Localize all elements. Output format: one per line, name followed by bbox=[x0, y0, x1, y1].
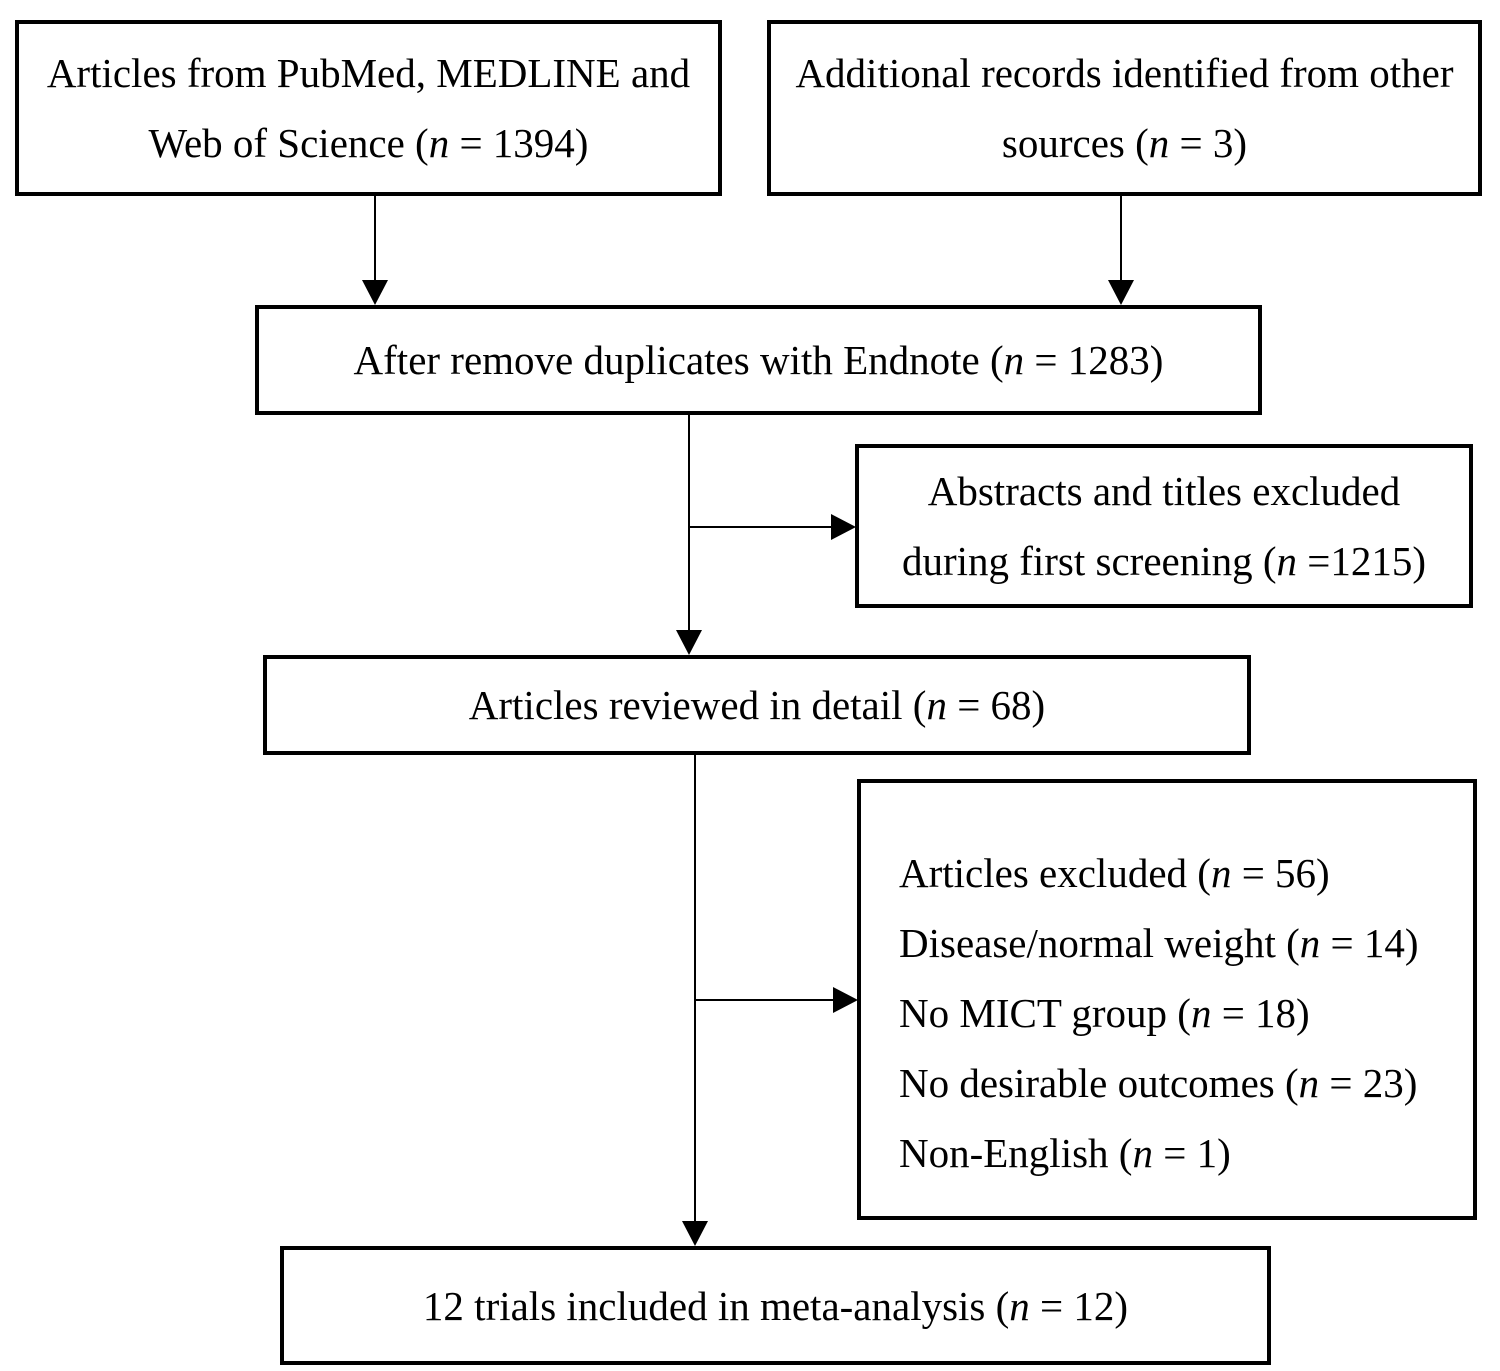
arrow-branch-detail-excluded-line bbox=[694, 999, 835, 1001]
box-additional-records-line-2: sources (n = 3) bbox=[1001, 120, 1248, 166]
box-database-records-line-2: Web of Science (n = 1394) bbox=[148, 120, 589, 166]
box-first-screening-excluded-line-1: Abstracts and titles excluded bbox=[927, 468, 1401, 514]
box-included: 12 trials included in meta-analysis (n =… bbox=[280, 1246, 1271, 1365]
box-detail-excluded-line-4: No desirable outcomes (n = 23) bbox=[899, 1060, 1418, 1106]
box-deduplicated-line-1: After remove duplicates with Endnote (n … bbox=[353, 337, 1164, 383]
box-first-screening-excluded-line-2: during first screening (n =1215) bbox=[901, 538, 1427, 584]
box-detail-excluded: Articles excluded (n = 56) Disease/norma… bbox=[857, 779, 1477, 1220]
box-detail-excluded-line-1: Articles excluded (n = 56) bbox=[899, 850, 1330, 896]
box-detail-excluded-line-2: Disease/normal weight (n = 14) bbox=[899, 920, 1419, 966]
box-additional-records-line-1: Additional records identified from other bbox=[795, 50, 1454, 96]
arrow-dedup-to-reviewed-line bbox=[688, 415, 690, 632]
arrow-branch-first-screening-line bbox=[689, 526, 833, 528]
box-additional-records: Additional records identified from other… bbox=[767, 20, 1482, 196]
box-first-screening-excluded: Abstracts and titles excluded during fir… bbox=[855, 444, 1473, 608]
arrow-additional-to-dedup-head bbox=[1108, 280, 1134, 305]
box-detail-excluded-line-3: No MICT group (n = 18) bbox=[899, 990, 1310, 1036]
box-included-line-1: 12 trials included in meta-analysis (n =… bbox=[422, 1282, 1129, 1329]
arrow-database-to-dedup-head bbox=[362, 280, 388, 305]
arrow-branch-first-screening-head bbox=[831, 514, 856, 540]
box-reviewed: Articles reviewed in detail (n = 68) bbox=[263, 655, 1251, 755]
arrow-reviewed-to-included-head bbox=[682, 1221, 708, 1246]
arrow-branch-detail-excluded-head bbox=[833, 987, 858, 1013]
box-database-records-line-1: Articles from PubMed, MEDLINE and bbox=[46, 50, 691, 96]
arrow-reviewed-to-included-line bbox=[694, 755, 696, 1223]
arrow-database-to-dedup-line bbox=[374, 196, 376, 282]
arrow-additional-to-dedup-line bbox=[1120, 196, 1122, 282]
box-database-records: Articles from PubMed, MEDLINE and Web of… bbox=[15, 20, 722, 196]
box-deduplicated: After remove duplicates with Endnote (n … bbox=[255, 305, 1262, 415]
arrow-dedup-to-reviewed-head bbox=[676, 630, 702, 655]
box-reviewed-line-1: Articles reviewed in detail (n = 68) bbox=[468, 682, 1046, 728]
box-detail-excluded-line-5: Non-English (n = 1) bbox=[899, 1130, 1231, 1176]
